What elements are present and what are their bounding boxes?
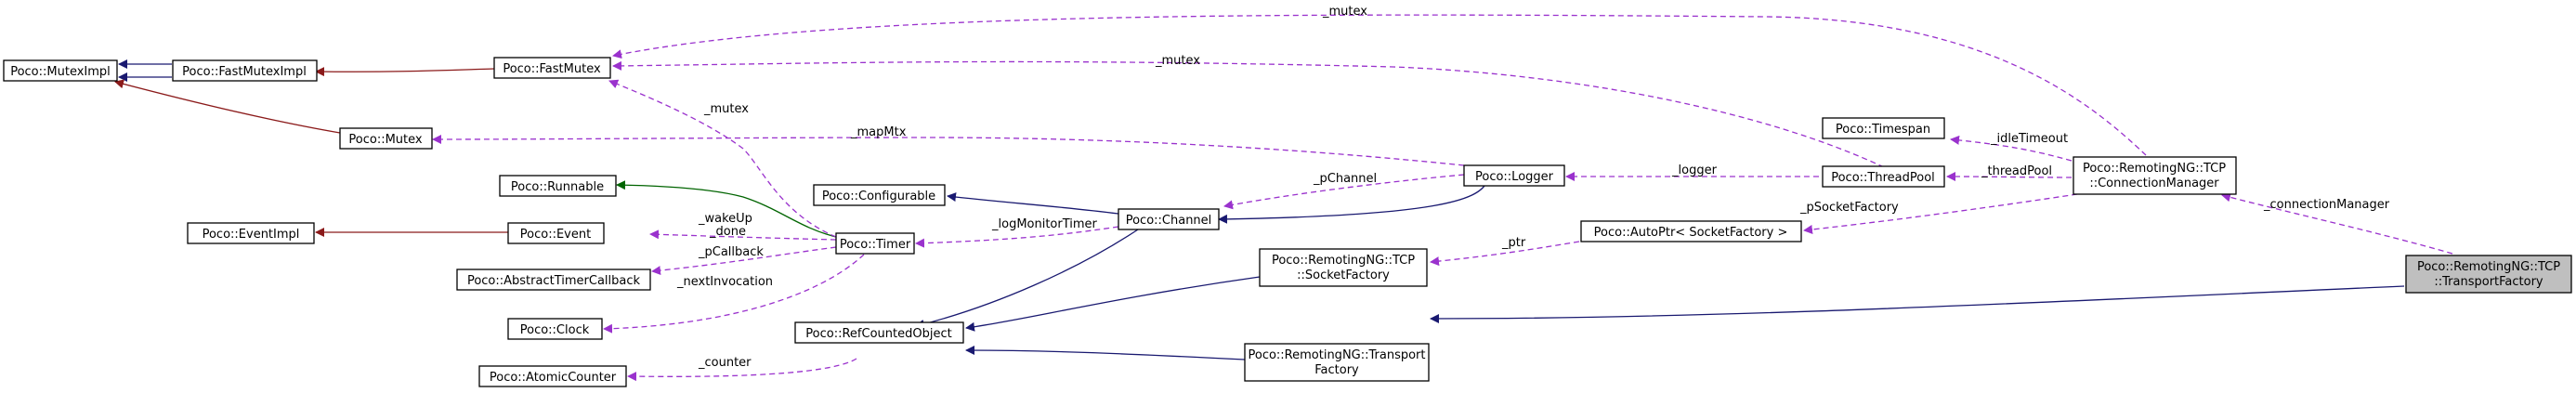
node-auto-ptr[interactable]: Poco::AutoPtr< SocketFactory >: [1580, 220, 1802, 242]
node-runnable[interactable]: Poco::Runnable: [499, 175, 617, 197]
edge-use-timer-callback: [651, 246, 837, 276]
label-p-socket-factory: _pSocketFactory: [1799, 201, 1899, 215]
edge-channel-configurable: [947, 192, 1119, 215]
label-wake-up: _wakeUp: [698, 212, 752, 226]
node-connection-manager-line1: Poco::RemotingNG::TCP: [2083, 162, 2226, 176]
node-abstract-timer-callback-label: Poco::AbstractTimerCallback: [467, 274, 641, 288]
node-mutex-label: Poco::Mutex: [348, 133, 423, 147]
node-transport-factory-line2: Factory: [1314, 363, 1359, 377]
node-tcp-socket-factory[interactable]: Poco::RemotingNG::TCP ::SocketFactory: [1259, 248, 1428, 287]
edge-use-connmgr-autoptr: [1803, 193, 2078, 234]
edge-logger-channel: [1218, 182, 1487, 224]
node-runnable-label: Poco::Runnable: [511, 180, 604, 194]
edges: [114, 14, 2453, 382]
node-fast-mutex-label: Poco::FastMutex: [503, 62, 601, 76]
node-mutex-impl-label: Poco::MutexImpl: [10, 65, 111, 79]
node-timespan[interactable]: Poco::Timespan: [1822, 117, 1945, 139]
label-idle-timeout: _idleTimeout: [1990, 132, 2068, 146]
label-logger: _logger: [1671, 164, 1718, 177]
node-atomic-counter-label: Poco::AtomicCounter: [490, 371, 617, 385]
edge-use-connmgr-timespan: [1950, 135, 2073, 162]
edge-use-autoptr-socketfactory: [1430, 241, 1580, 267]
node-event-impl-label: Poco::EventImpl: [203, 228, 300, 242]
label-mutex-top: _mutex: [1322, 5, 1367, 19]
node-configurable-label: Poco::Configurable: [822, 190, 935, 203]
node-channel[interactable]: Poco::Channel: [1118, 208, 1220, 230]
edge-use-logger-channel: [1223, 174, 1465, 210]
node-mutex[interactable]: Poco::Mutex: [339, 127, 433, 150]
node-event-label: Poco::Event: [520, 228, 591, 242]
node-timer-label: Poco::Timer: [840, 238, 911, 252]
label-mutex-mid: _mutex: [1155, 54, 1200, 68]
node-channel-label: Poco::Channel: [1126, 214, 1212, 228]
node-logger[interactable]: Poco::Logger: [1463, 164, 1565, 187]
node-auto-ptr-label: Poco::AutoPtr< SocketFactory >: [1594, 226, 1788, 240]
node-event[interactable]: Poco::Event: [507, 222, 605, 244]
node-tcp-transport-factory-line1: Poco::RemotingNG::TCP: [2417, 260, 2560, 274]
node-tcp-transport-factory[interactable]: Poco::RemotingNG::TCP ::TransportFactory: [2405, 255, 2572, 294]
edge-labels: _mutex _mutex _mutex _mapMtx _pChannel _…: [676, 5, 2390, 370]
edge-fastmutex-fastmuteximpl: [315, 67, 495, 77]
edge-mutex-muteximpl: [114, 79, 341, 134]
edge-timer-runnable: [616, 180, 837, 238]
node-timer[interactable]: Poco::Timer: [835, 232, 915, 255]
node-mutex-impl[interactable]: Poco::MutexImpl: [3, 59, 118, 82]
node-clock-label: Poco::Clock: [520, 323, 590, 337]
label-p-channel: _pChannel: [1313, 172, 1377, 186]
edge-transportfactory-refcounted: [965, 346, 1246, 360]
label-done: _done: [709, 225, 746, 239]
node-tcp-transport-factory-line2: ::TransportFactory: [2434, 275, 2543, 289]
node-event-impl[interactable]: Poco::EventImpl: [187, 222, 315, 244]
edge-use-logger-mutex: [432, 134, 1465, 166]
label-counter: _counter: [698, 356, 752, 370]
label-map-mtx: _mapMtx: [850, 125, 907, 139]
edge-use-connmgr-fastmutex: [612, 14, 2147, 156]
node-logger-label: Poco::Logger: [1475, 170, 1554, 184]
node-timespan-label: Poco::Timespan: [1836, 123, 1930, 137]
node-transport-factory[interactable]: Poco::RemotingNG::Transport Factory: [1244, 343, 1430, 382]
node-transport-factory-line1: Poco::RemotingNG::Transport: [1248, 348, 1425, 362]
node-fast-mutex[interactable]: Poco::FastMutex: [493, 57, 611, 79]
edge-use-threadpool-fastmutex: [612, 60, 1885, 168]
label-mutex-timer: _mutex: [703, 102, 749, 116]
label-thread-pool: _threadPool: [1981, 164, 2052, 178]
edge-tcptransport-transport: [1430, 285, 2405, 323]
node-configurable[interactable]: Poco::Configurable: [813, 184, 946, 206]
node-fast-mutex-impl-label: Poco::FastMutexImpl: [182, 65, 307, 79]
edge-use-channel-timer: [915, 226, 1119, 248]
label-ptr: _ptr: [1501, 236, 1526, 250]
edge-socketfactory-refcounted: [965, 276, 1261, 332]
node-tcp-socket-factory-line2: ::SocketFactory: [1297, 269, 1390, 282]
edge-use-refcounted-counter: [627, 358, 857, 382]
node-clock[interactable]: Poco::Clock: [507, 318, 603, 340]
edge-channel-refcounted: [915, 229, 1139, 329]
edge-use-timer-fastmutex: [608, 79, 837, 238]
label-log-monitor-timer: _logMonitorTimer: [991, 217, 1098, 231]
node-abstract-timer-callback[interactable]: Poco::AbstractTimerCallback: [456, 269, 651, 291]
node-ref-counted-object-label: Poco::RefCountedObject: [805, 327, 951, 341]
label-next-invocation: _nextInvocation: [676, 275, 773, 289]
label-connection-manager: _connectionManager: [2263, 198, 2390, 212]
node-tcp-socket-factory-line1: Poco::RemotingNG::TCP: [1272, 254, 1415, 268]
node-thread-pool[interactable]: Poco::ThreadPool: [1822, 165, 1945, 188]
label-p-callback: _pCallback: [698, 245, 764, 259]
node-atomic-counter[interactable]: Poco::AtomicCounter: [478, 365, 627, 387]
node-thread-pool-label: Poco::ThreadPool: [1831, 171, 1935, 185]
node-connection-manager[interactable]: Poco::RemotingNG::TCP ::ConnectionManage…: [2073, 156, 2237, 195]
edge-use-tcptransport-connmgr: [2221, 192, 2453, 255]
node-connection-manager-line2: ::ConnectionManager: [2089, 177, 2219, 190]
node-fast-mutex-impl[interactable]: Poco::FastMutexImpl: [172, 59, 318, 82]
edge-use-timer-clock: [603, 254, 865, 334]
node-ref-counted-object[interactable]: Poco::RefCountedObject: [794, 321, 964, 344]
